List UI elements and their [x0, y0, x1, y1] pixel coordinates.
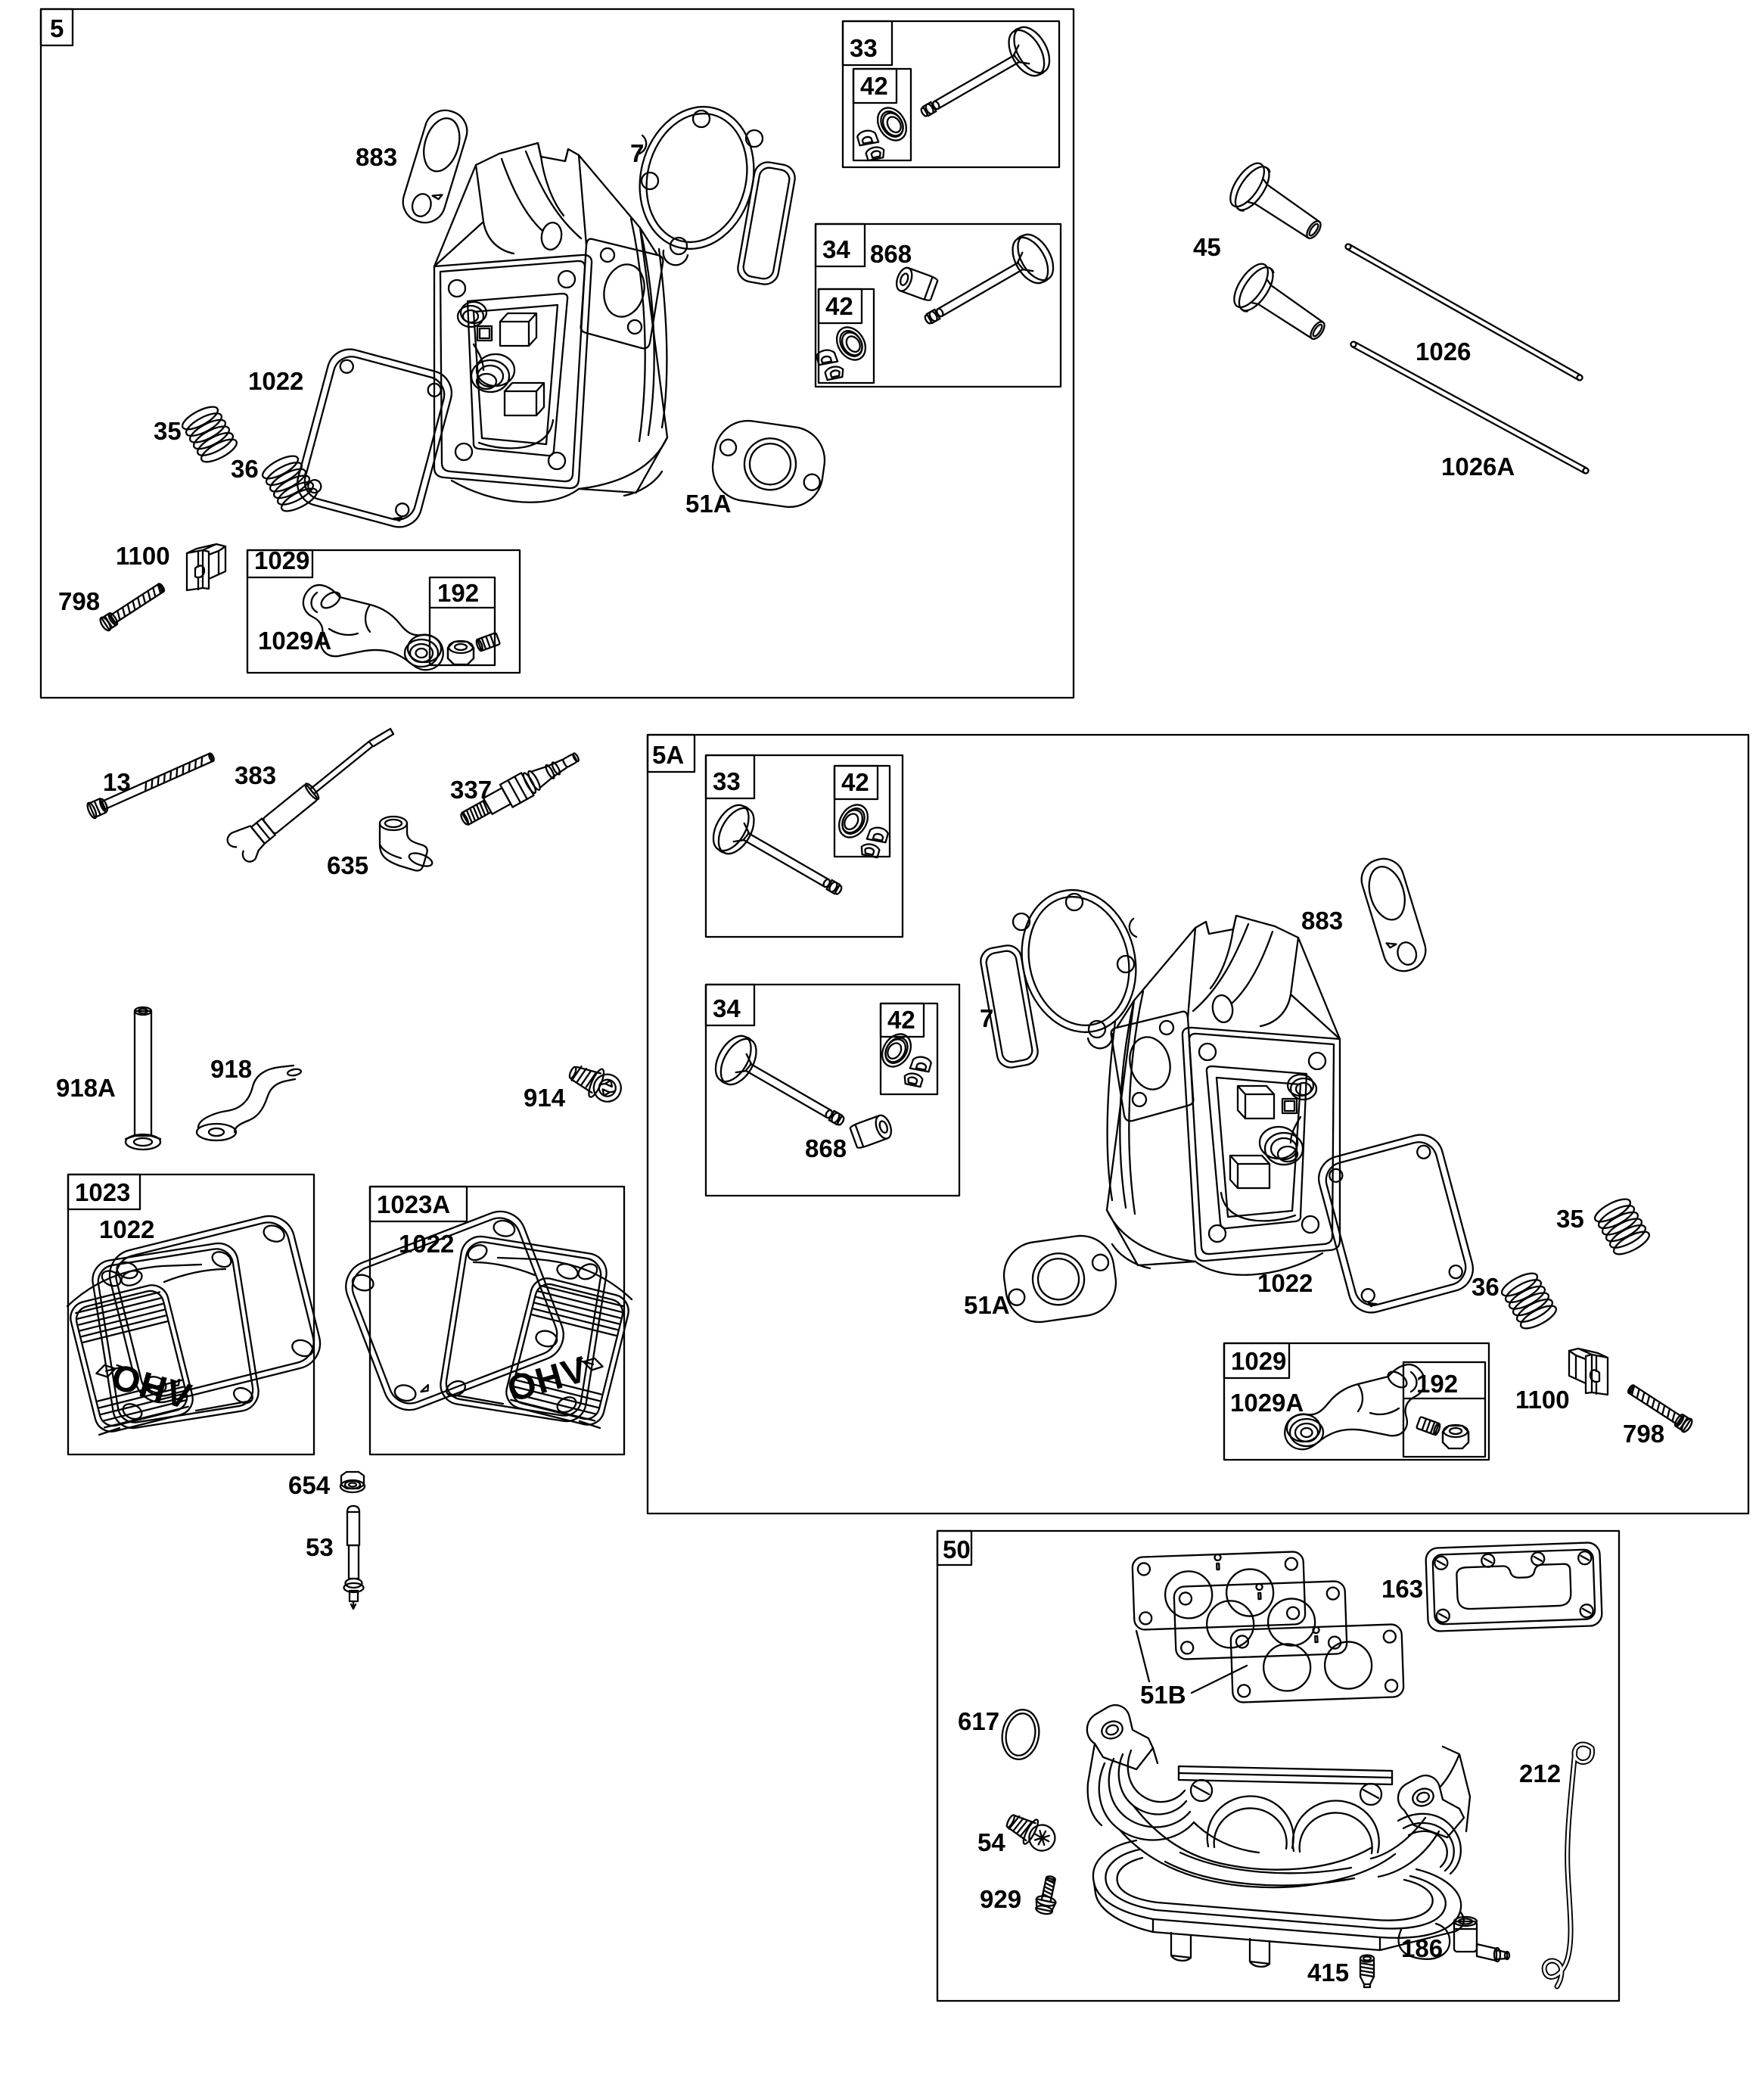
svg-text:42: 42	[825, 292, 853, 320]
svg-text:883: 883	[356, 143, 397, 171]
svg-text:914: 914	[524, 1084, 566, 1112]
svg-text:1029A: 1029A	[258, 627, 331, 655]
svg-text:5: 5	[50, 14, 64, 42]
svg-text:36: 36	[231, 455, 259, 483]
svg-text:5A: 5A	[652, 741, 684, 769]
svg-text:212: 212	[1519, 1759, 1561, 1787]
svg-text:42: 42	[860, 72, 888, 100]
svg-text:798: 798	[58, 587, 100, 615]
svg-text:42: 42	[841, 768, 869, 796]
svg-text:1023: 1023	[75, 1178, 130, 1206]
svg-text:35: 35	[154, 417, 182, 445]
svg-text:868: 868	[870, 240, 912, 268]
svg-text:1100: 1100	[116, 542, 170, 570]
svg-text:635: 635	[327, 851, 368, 879]
svg-text:383: 383	[235, 761, 276, 789]
svg-text:34: 34	[822, 235, 850, 263]
svg-text:1026A: 1026A	[1441, 453, 1515, 481]
svg-text:415: 415	[1307, 1958, 1349, 1986]
svg-text:929: 929	[980, 1885, 1021, 1913]
svg-text:654: 654	[288, 1471, 331, 1499]
svg-text:34: 34	[713, 994, 741, 1022]
svg-text:33: 33	[713, 767, 741, 795]
svg-text:35: 35	[1556, 1205, 1584, 1233]
svg-text:918A: 918A	[56, 1074, 116, 1102]
svg-text:51A: 51A	[685, 490, 732, 518]
svg-text:33: 33	[850, 34, 878, 62]
svg-text:1026: 1026	[1416, 338, 1471, 366]
svg-text:192: 192	[1416, 1370, 1458, 1398]
svg-text:53: 53	[306, 1533, 334, 1561]
svg-text:868: 868	[805, 1134, 847, 1162]
svg-text:192: 192	[437, 579, 479, 607]
svg-text:51A: 51A	[964, 1291, 1010, 1319]
svg-text:1029A: 1029A	[1230, 1389, 1304, 1417]
svg-text:883: 883	[1301, 907, 1343, 935]
svg-text:1022: 1022	[99, 1215, 154, 1243]
svg-text:337: 337	[450, 776, 492, 804]
svg-text:1023A: 1023A	[377, 1190, 450, 1218]
svg-text:50: 50	[943, 1535, 971, 1563]
svg-text:7: 7	[630, 139, 644, 167]
svg-text:186: 186	[1401, 1934, 1443, 1962]
svg-text:51B: 51B	[1140, 1681, 1186, 1709]
svg-text:163: 163	[1381, 1575, 1423, 1603]
svg-text:1022: 1022	[248, 367, 303, 395]
svg-text:798: 798	[1623, 1420, 1664, 1448]
svg-text:42: 42	[887, 1006, 915, 1034]
svg-text:1022: 1022	[1257, 1269, 1313, 1297]
svg-text:918: 918	[210, 1055, 252, 1083]
svg-text:54: 54	[977, 1828, 1005, 1856]
svg-text:13: 13	[103, 768, 131, 796]
svg-text:1029: 1029	[254, 546, 309, 574]
svg-text:1029: 1029	[1231, 1347, 1286, 1375]
svg-text:1100: 1100	[1515, 1386, 1570, 1414]
svg-text:617: 617	[958, 1707, 999, 1735]
svg-text:36: 36	[1472, 1273, 1500, 1301]
svg-text:45: 45	[1193, 233, 1221, 261]
